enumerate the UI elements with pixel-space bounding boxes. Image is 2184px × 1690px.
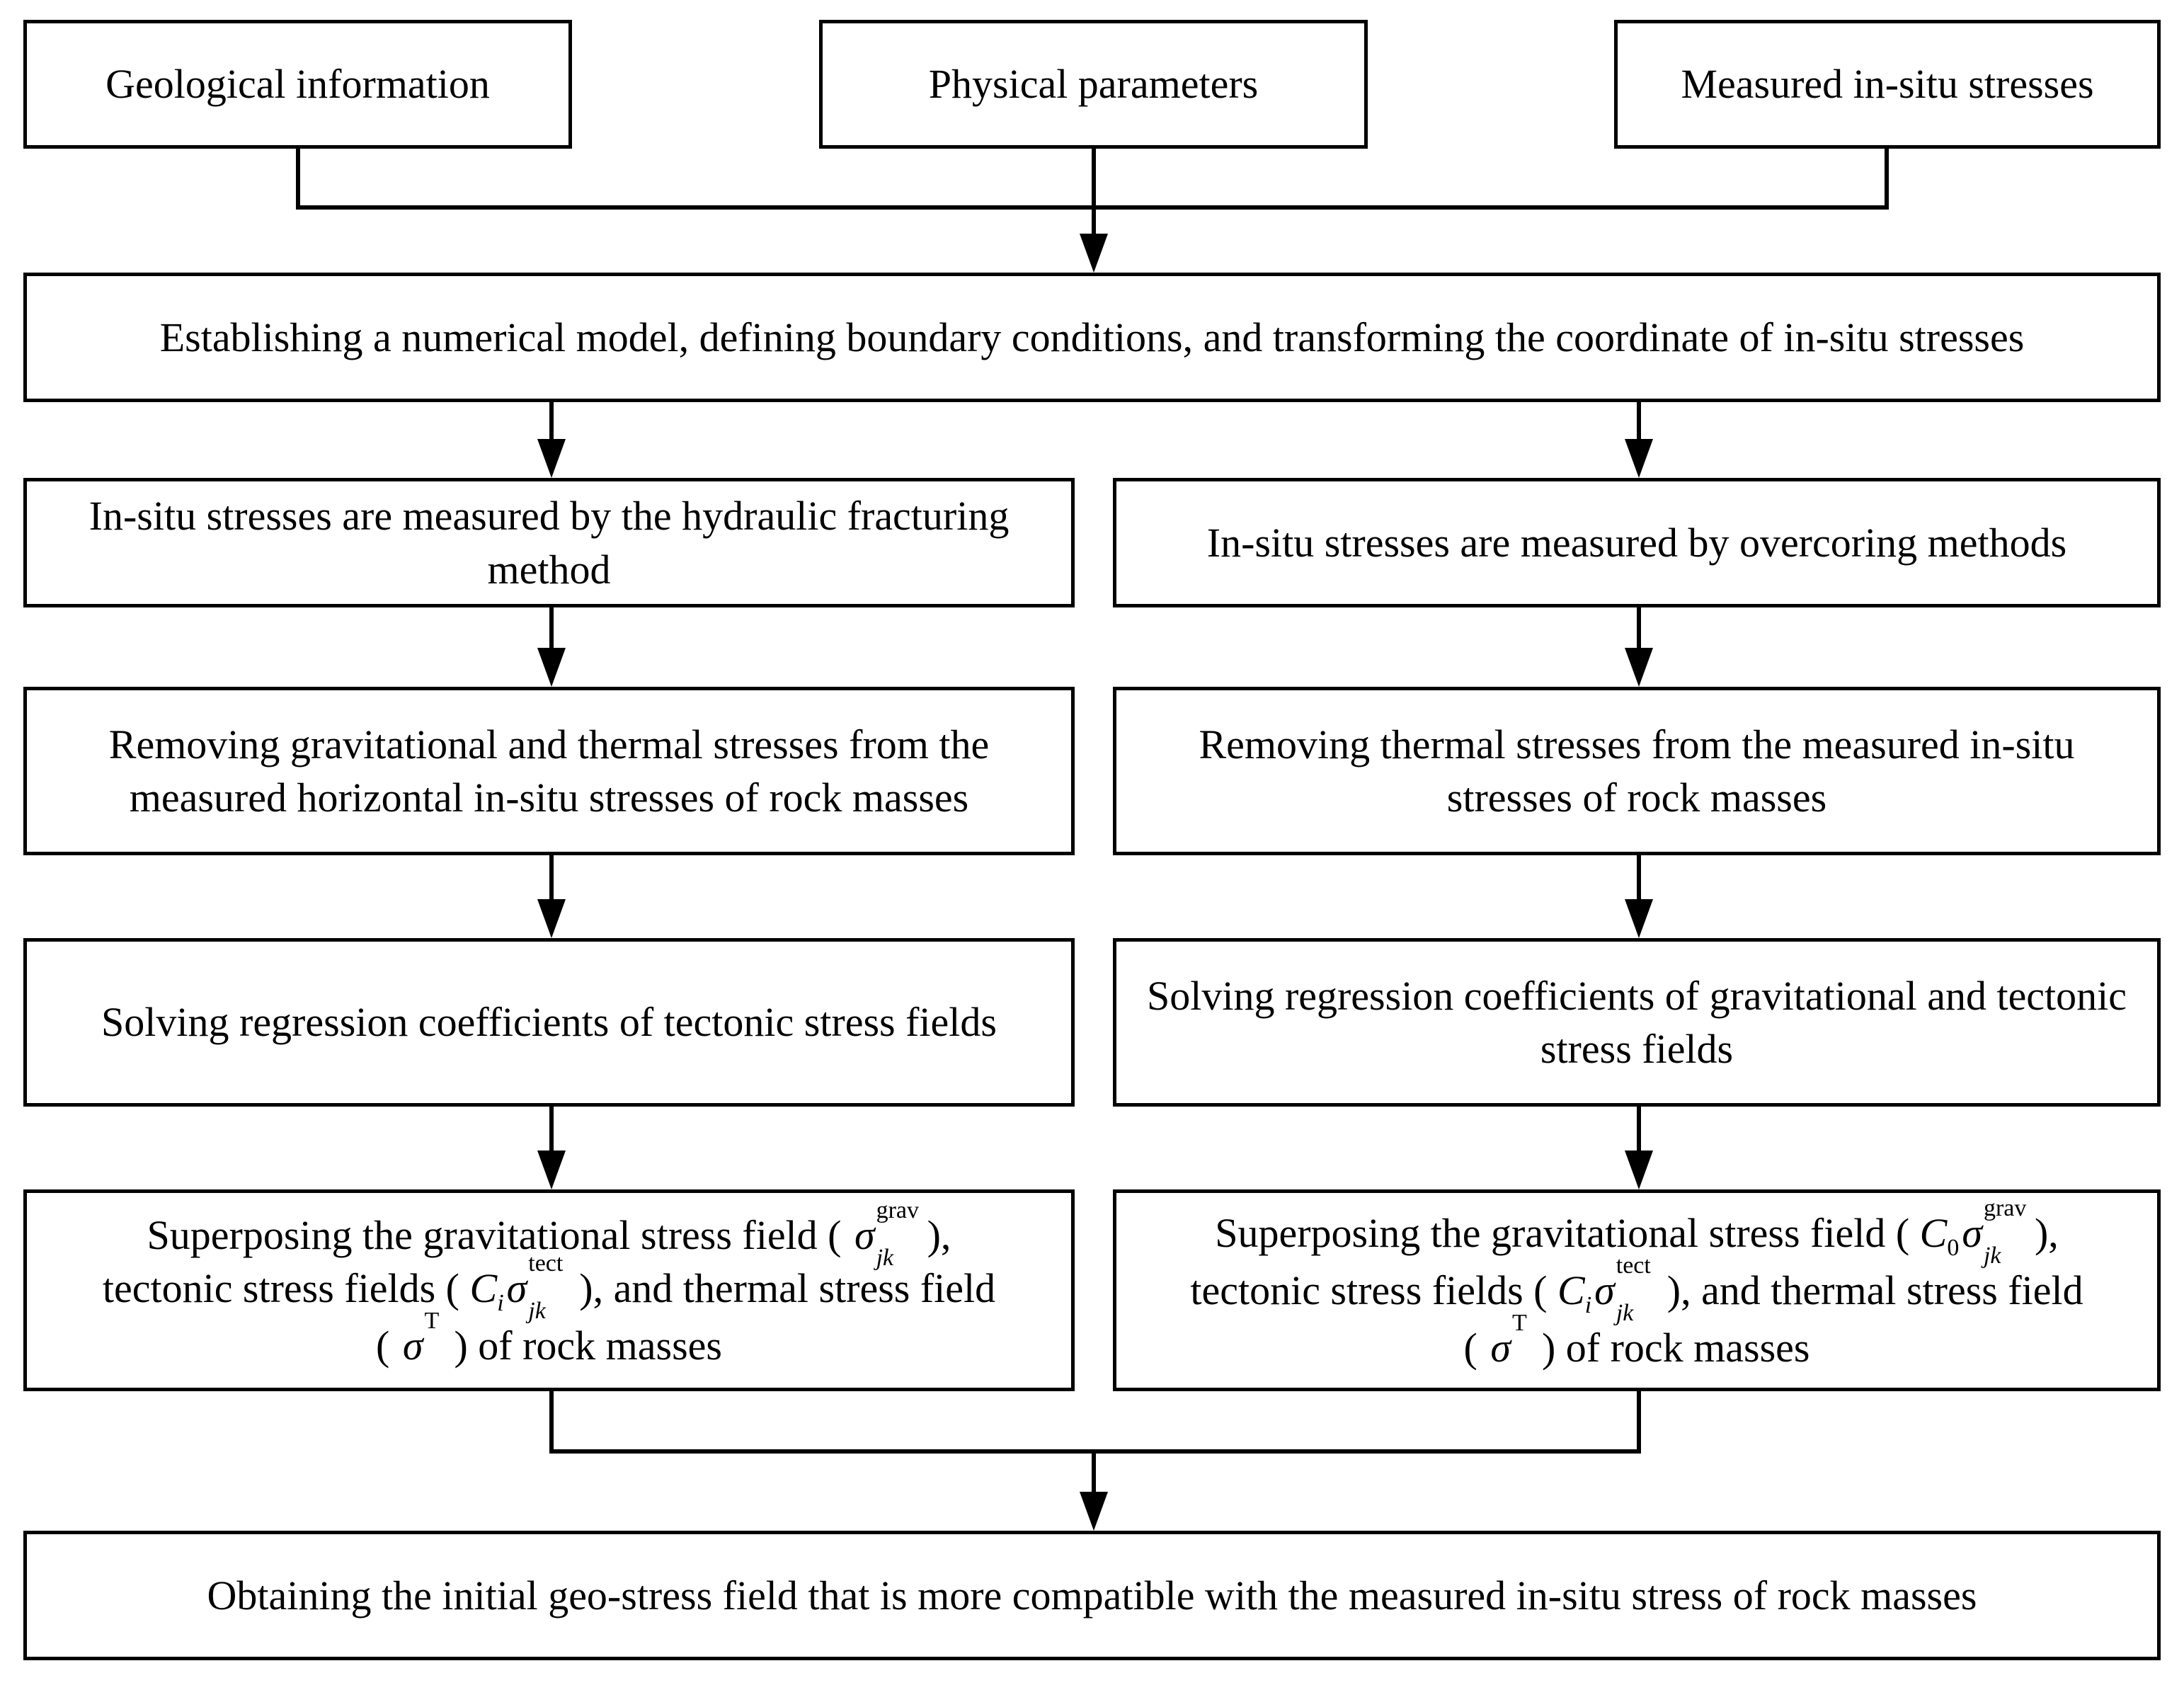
arrowhead-left-superpose: [537, 1151, 566, 1189]
left-solve-label: Solving regression coefficients of tecto…: [101, 999, 997, 1046]
coefficient-ci-symbol: Ci: [469, 1264, 504, 1316]
final-step-label: Obtaining the initial geo-stress field t…: [207, 1572, 1977, 1618]
geological-information-label: Geological information: [105, 61, 490, 108]
arrowhead-right-measure: [1625, 439, 1653, 478]
right-measure-box: In-situ stresses are measured by overcor…: [1113, 478, 2161, 607]
arrowhead-left-measure: [537, 439, 566, 478]
measured-in-situ-stresses-box: Measured in-situ stresses: [1614, 20, 2161, 149]
arrowhead-model: [1080, 234, 1108, 273]
left-remove-label: Removing gravitational and thermal stres…: [108, 721, 990, 821]
physical-parameters-label: Physical parameters: [928, 61, 1259, 108]
arrowhead-left-solve: [537, 899, 566, 938]
right-solve-label: Solving regression coefficients of gravi…: [1146, 972, 2127, 1072]
arrowhead-final: [1080, 1492, 1108, 1531]
model-step-label: Establishing a numerical model, defining…: [159, 314, 2025, 360]
coefficient-ci-symbol: Ci: [1557, 1267, 1592, 1318]
geological-information-box: Geological information: [23, 20, 572, 149]
left-measure-label: In-situ stresses are measured by the hyd…: [88, 493, 1010, 593]
physical-parameters-box: Physical parameters: [819, 20, 1368, 149]
right-superpose-box: Superposing the gravitational stress fie…: [1113, 1189, 2161, 1391]
arrowhead-right-remove: [1625, 648, 1653, 687]
arrowhead-right-solve: [1625, 899, 1653, 938]
left-remove-box: Removing gravitational and thermal stres…: [23, 687, 1075, 855]
arrowhead-right-superpose: [1625, 1151, 1653, 1189]
coefficient-c0-symbol: C0: [1919, 1209, 1960, 1261]
left-superpose-label: Superposing the gravitational stress fie…: [103, 1197, 995, 1373]
right-solve-box: Solving regression coefficients of gravi…: [1113, 938, 2161, 1107]
right-remove-label: Removing thermal stresses from the measu…: [1199, 721, 2075, 821]
left-superpose-box: Superposing the gravitational stress fie…: [23, 1189, 1075, 1391]
arrowhead-left-remove: [537, 648, 566, 687]
left-solve-box: Solving regression coefficients of tecto…: [23, 938, 1075, 1107]
left-measure-box: In-situ stresses are measured by the hyd…: [23, 478, 1075, 607]
right-remove-box: Removing thermal stresses from the measu…: [1113, 687, 2161, 855]
right-superpose-label: Superposing the gravitational stress fie…: [1190, 1194, 2083, 1375]
measured-in-situ-stresses-label: Measured in-situ stresses: [1681, 61, 2094, 108]
model-step-box: Establishing a numerical model, defining…: [23, 273, 2161, 402]
final-step-box: Obtaining the initial geo-stress field t…: [23, 1531, 2161, 1660]
right-measure-label: In-situ stresses are measured by overcor…: [1206, 519, 2067, 566]
